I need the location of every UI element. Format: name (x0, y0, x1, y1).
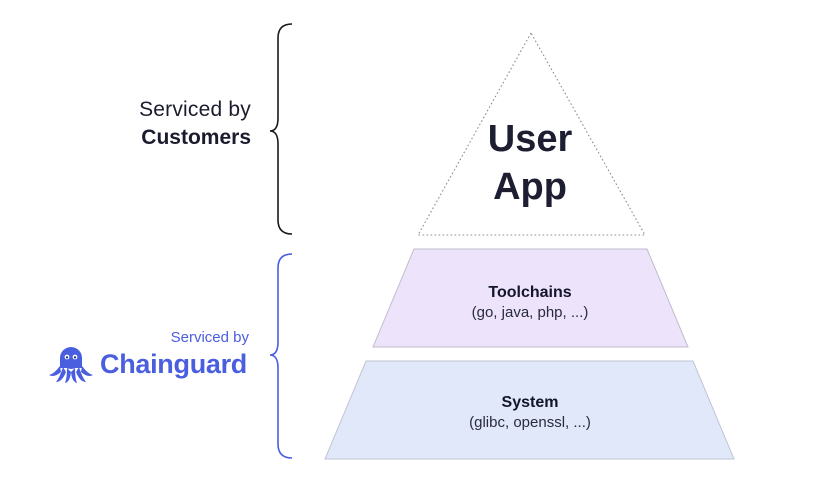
chainguard-label-line1: Serviced by (170, 329, 249, 346)
octopus-logo-icon (49, 347, 93, 383)
chainguard-logo: Chainguard (48, 344, 247, 384)
system-subtitle: (glibc, openssl, ...) (469, 414, 591, 431)
user-app-triangle (417, 31, 646, 236)
chainguard-brace (269, 253, 293, 459)
toolchains-title: Toolchains (488, 284, 572, 301)
toolchains-tier (372, 248, 689, 348)
chainguard-brand-name: Chainguard (100, 348, 248, 379)
customers-brace (269, 23, 293, 235)
customers-label-line1: Serviced by (139, 98, 251, 121)
user-app-label-line2: App (493, 166, 567, 208)
customers-label-line2: Customers (141, 126, 251, 149)
system-tier (324, 360, 735, 460)
system-title: System (501, 394, 559, 411)
toolchains-subtitle: (go, java, php, ...) (471, 304, 589, 321)
user-app-label-line1: User (487, 118, 573, 160)
